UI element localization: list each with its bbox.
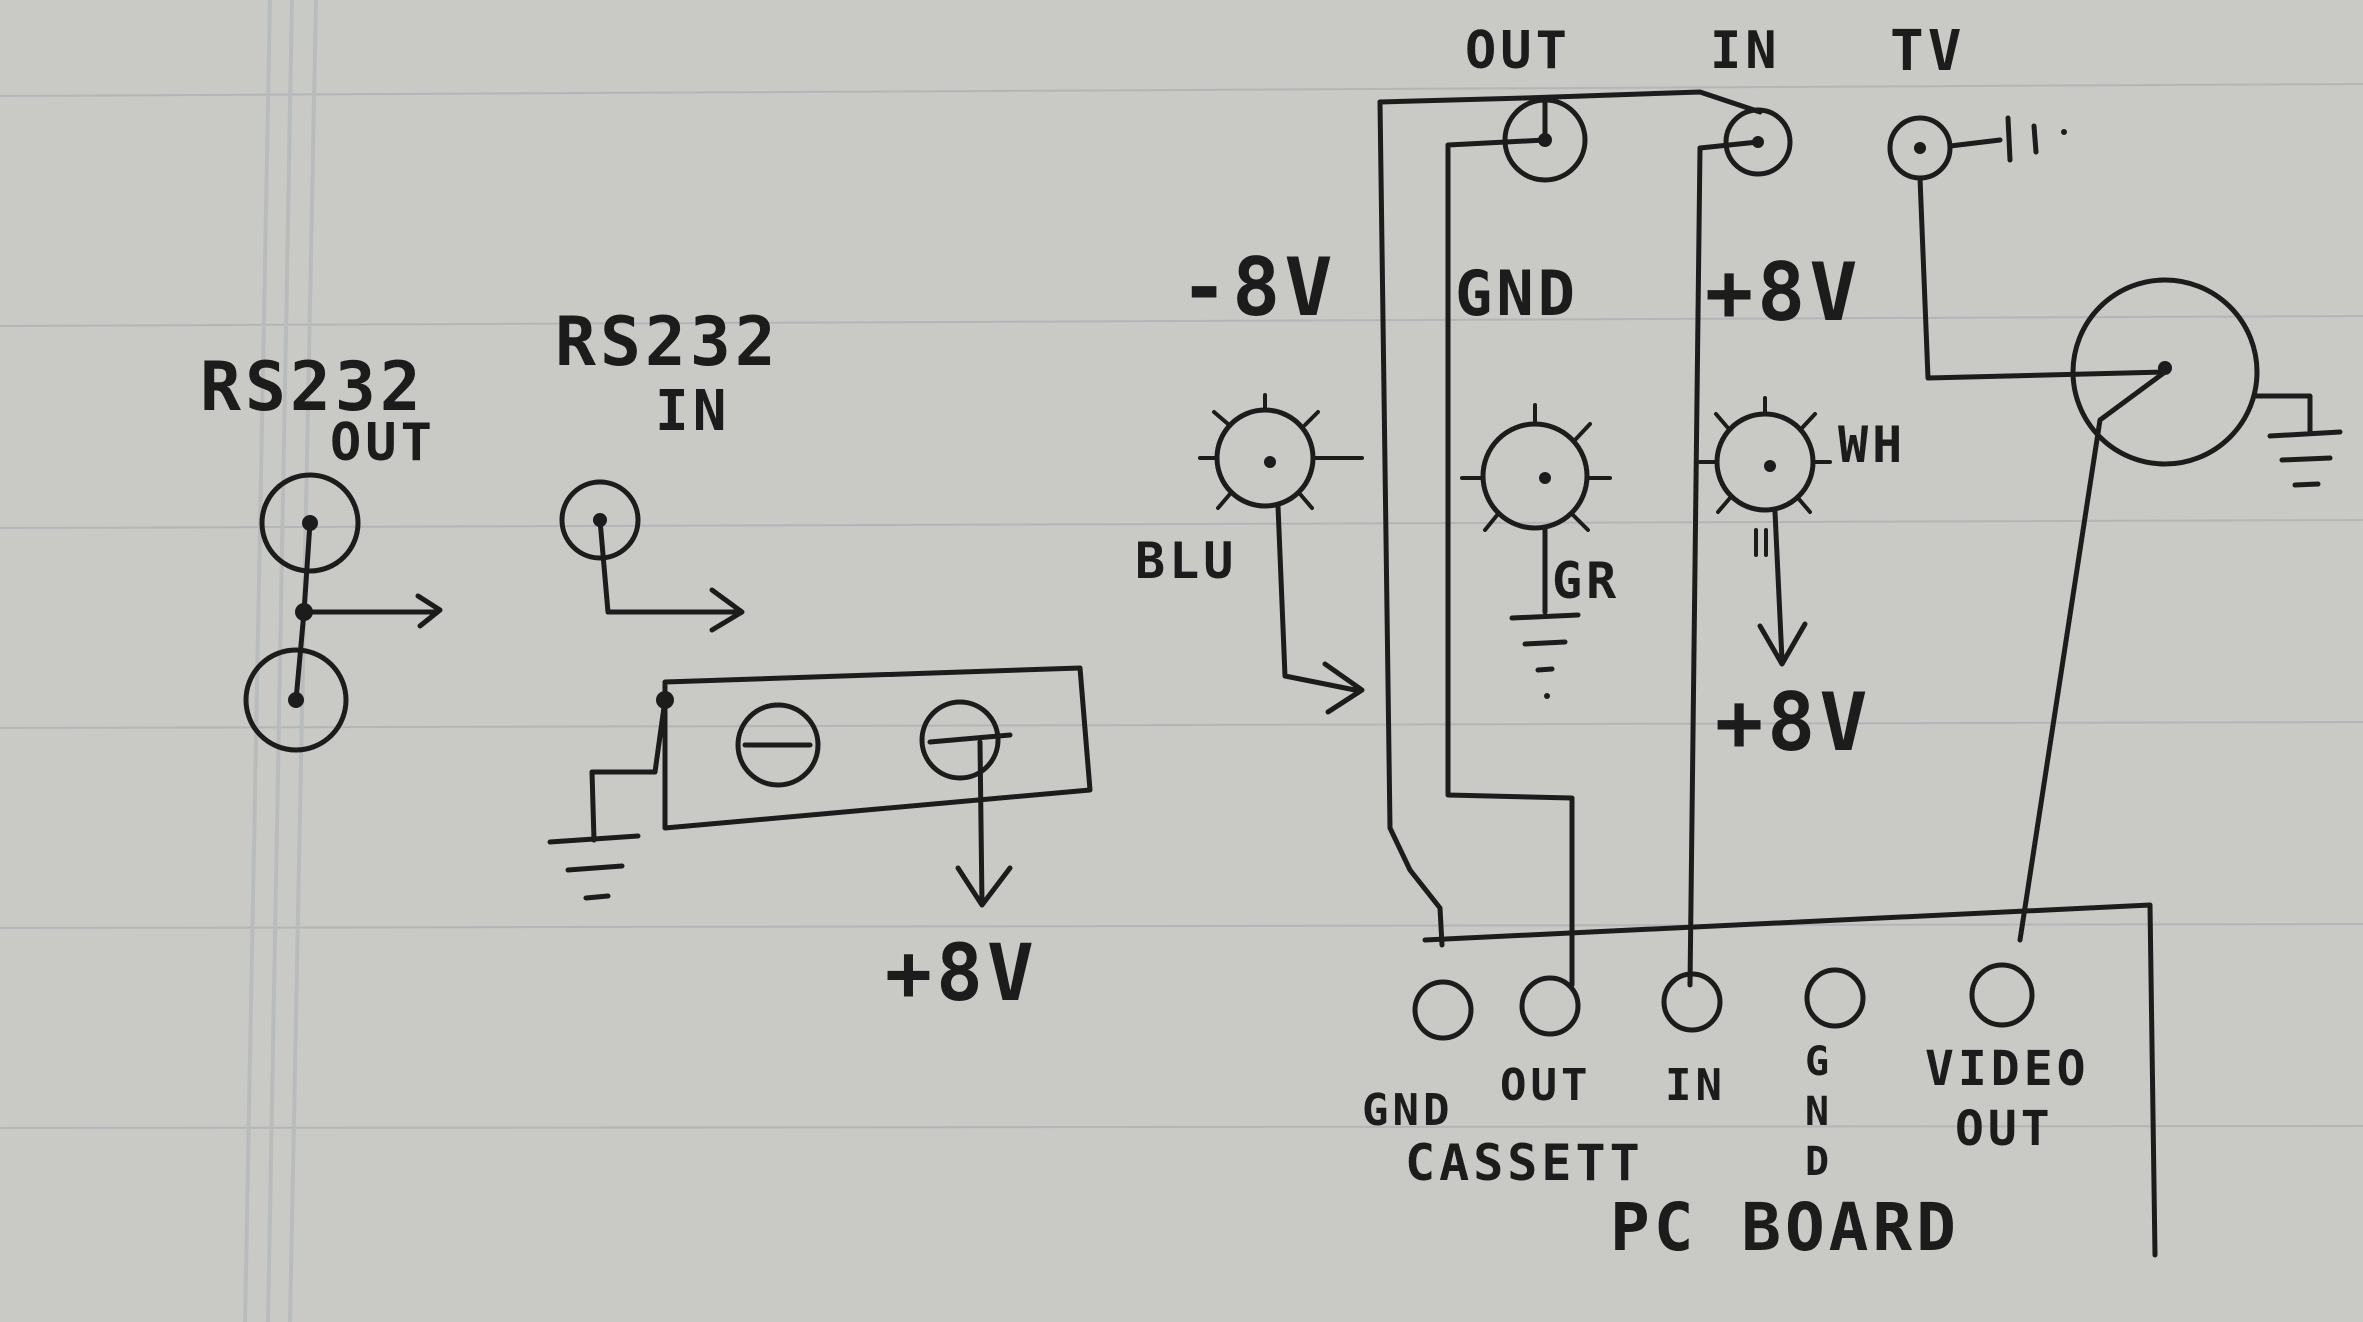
rail-labels: -8V GND +8V <box>1180 241 1862 339</box>
switch-contact-bar <box>927 732 1013 745</box>
left-supply-arrow-icon <box>955 739 1013 908</box>
cassette-label: CASSETT <box>1405 1134 1644 1192</box>
top-out-label: OUT <box>1465 21 1571 81</box>
rs232-out-section: RS232 OUT <box>200 348 443 753</box>
in-wire <box>1687 139 1761 988</box>
switch-contact-icon <box>919 699 1001 781</box>
rs232-out-jack-icon <box>259 472 361 574</box>
gnd-rail-label: GND <box>1455 257 1579 330</box>
pc-board: GND OUT IN G N D VIDEO OUT CASSETT PC BO… <box>1362 902 2158 1266</box>
white-pot: WH <box>1698 396 1906 667</box>
video-out-pin-icon <box>1969 962 2035 1028</box>
paper-rule-line <box>0 519 2363 529</box>
rs232-in-arrow-icon <box>597 517 745 633</box>
gnd-vertical-letter: D <box>1805 1139 1833 1185</box>
modulator-ground-icon <box>2252 393 2343 488</box>
paper-rule-line <box>0 1125 2363 1129</box>
paper-rule-line <box>0 721 2363 729</box>
rs232-in-jack-icon <box>559 479 641 561</box>
right-supply-label: +8V <box>1715 676 1872 769</box>
modulator-to-video-wire <box>2017 369 2168 943</box>
minus-8v-wire <box>1377 99 1445 948</box>
pot-tick-marks <box>1698 396 1832 514</box>
out-pin-label: OUT <box>1500 1060 1591 1111</box>
pot-wiper-dot <box>1764 460 1776 472</box>
gnd-pin-icon <box>1412 979 1474 1041</box>
ground-symbol-mark <box>1544 693 1550 699</box>
out-pin-icon <box>1519 975 1581 1037</box>
in-pin-icon <box>1661 971 1723 1033</box>
margin-line <box>266 0 294 1322</box>
video-out-label-line2: OUT <box>1955 1101 2054 1157</box>
green-pot: GR <box>1460 403 1620 699</box>
tv-shield-ground-icon <box>1947 115 2039 163</box>
gnd-vertical-letter: G <box>1805 1039 1833 1085</box>
minus-8v-label: -8V <box>1180 241 1337 334</box>
gnd-pin-2-icon <box>1804 967 1866 1029</box>
top-jacks: OUT IN TV <box>1465 19 2067 183</box>
plus-8v-rail-label: +8V <box>1705 246 1862 339</box>
blue-pot-icon <box>1214 407 1316 509</box>
rs232-in-section: RS232 IN <box>555 303 780 633</box>
ground-symbol-icon <box>1509 612 1581 673</box>
switch-box-outline <box>662 665 1093 831</box>
pc-board-outline <box>1422 902 2158 1258</box>
pot-wiper-dot <box>1264 456 1276 468</box>
rf-modulator <box>1917 175 2343 943</box>
tv-label: TV <box>1890 19 1965 84</box>
margin-line <box>243 0 272 1322</box>
pot-leg-marks <box>1754 528 1768 557</box>
jack-center-dot <box>1914 142 1926 154</box>
green-pot-label: GR <box>1552 552 1620 610</box>
left-supply-label: +8V <box>885 929 1038 1019</box>
white-pot-icon <box>1714 411 1816 513</box>
pc-board-title: PC BOARD <box>1610 1189 1960 1266</box>
rs232-out-ground-jack-icon <box>243 647 349 753</box>
interconnect-wires <box>1377 89 1763 988</box>
rs232-out-arrow-icon <box>301 593 443 629</box>
gnd-pin-label: GND <box>1362 1085 1453 1136</box>
rs232-out-sublabel: OUT <box>330 413 436 473</box>
blue-pot-label: BLU <box>1135 532 1237 590</box>
rs232-in-sublabel: IN <box>655 379 730 444</box>
ground-symbol-icon <box>547 833 641 901</box>
pot-tick-marks <box>1460 403 1612 532</box>
blue-pot: BLU <box>1135 393 1365 715</box>
rs232-out-label: RS232 <box>200 348 425 427</box>
tv-shield-mark <box>2061 129 2067 135</box>
gnd-vertical-letter: N <box>1805 1089 1833 1135</box>
pot-wiper-dot <box>1539 472 1551 484</box>
pot-tick-marks <box>1198 393 1364 510</box>
white-pot-arrow-icon <box>1757 509 1808 667</box>
white-pot-label: WH <box>1838 416 1906 474</box>
video-out-label-line1: VIDEO <box>1925 1041 2090 1097</box>
in-pin-label: IN <box>1665 1060 1726 1111</box>
potentiometers: BLU GR WH +8V <box>1135 393 1906 769</box>
paper-rule-line <box>0 83 2363 97</box>
blue-pot-arrow-icon <box>1275 503 1365 715</box>
paper-rule-line <box>0 923 2363 929</box>
gnd-wire <box>1445 137 1575 988</box>
rs232-in-label: RS232 <box>555 303 780 382</box>
tv-to-modulator-wire <box>1917 175 2168 381</box>
margin-line <box>288 0 318 1322</box>
left-ground-wire <box>589 697 668 843</box>
left-switch-box: +8V <box>547 665 1093 1019</box>
top-in-label: IN <box>1710 21 1781 81</box>
switch-contact-icon <box>735 702 821 788</box>
paper-rule-line <box>0 315 2363 327</box>
top-bus-wire <box>1377 89 1763 115</box>
